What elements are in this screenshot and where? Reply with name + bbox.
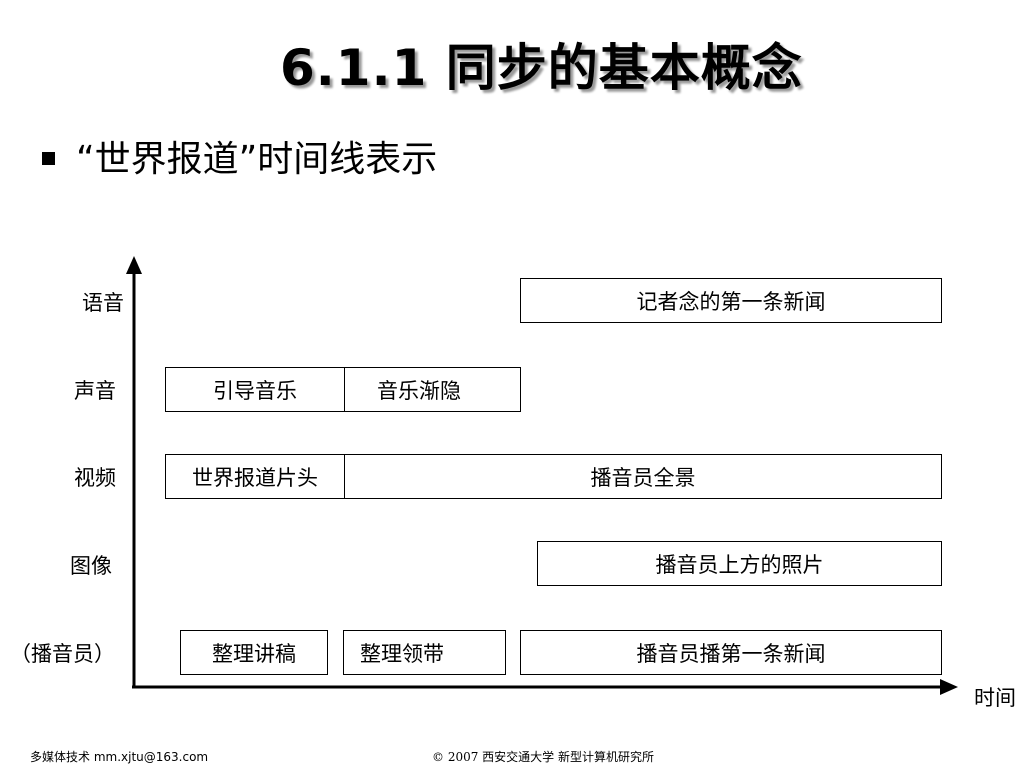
row-label-video: 视频 <box>74 466 116 490</box>
segment-photo-above-announcer: 播音员上方的照片 <box>537 541 942 586</box>
footer-course-email: 多媒体技术 mm.xjtu@163.com <box>30 750 209 764</box>
slide-title: 6.1.1 同步的基本概念 <box>280 39 803 97</box>
x-axis-label: 时间 <box>974 686 1016 710</box>
bullet-text: “世界报道”时间线表示 <box>76 139 438 180</box>
segment-announcer-reads-news: 播音员播第一条新闻 <box>520 630 942 675</box>
footer-copyright: © 2007 西安交通大学 新型计算机研究所 <box>432 750 654 764</box>
segment-arrange-script: 整理讲稿 <box>180 630 328 675</box>
segment-world-report-intro: 世界报道片头 <box>165 454 345 499</box>
y-axis-arrow-icon <box>126 256 142 274</box>
segment-music-fade: 音乐渐隐 <box>344 367 521 412</box>
row-label-announcer: （播音员） <box>10 642 115 666</box>
bullet-square-icon <box>42 152 55 165</box>
row-label-sound: 声音 <box>74 379 116 403</box>
segment-announcer-full-view: 播音员全景 <box>344 454 942 499</box>
segment-arrange-tie: 整理领带 <box>343 630 506 675</box>
row-label-image: 图像 <box>70 554 112 578</box>
segment-first-news-voice: 记者念的第一条新闻 <box>520 278 942 323</box>
x-axis-arrow-icon <box>940 679 958 695</box>
row-label-voice: 语音 <box>82 291 124 315</box>
segment-intro-music: 引导音乐 <box>165 367 345 412</box>
